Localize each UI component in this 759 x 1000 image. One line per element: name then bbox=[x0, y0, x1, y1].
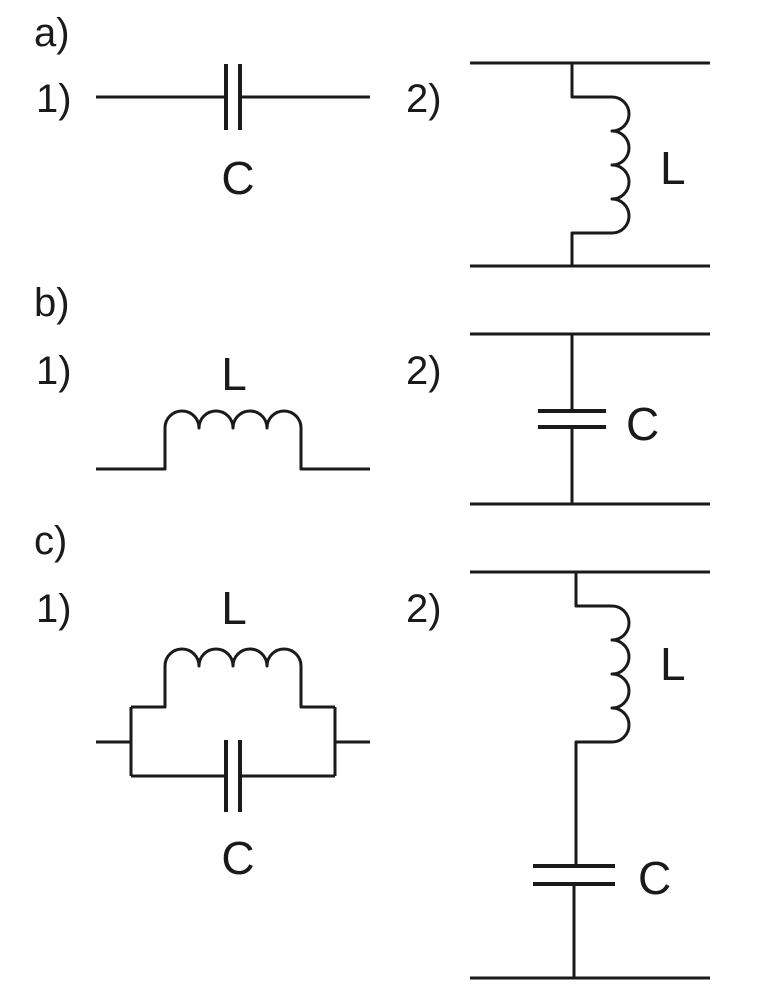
circuit-a1: 1) C bbox=[36, 64, 370, 204]
capacitor-label-c2: C bbox=[638, 852, 671, 904]
capacitor-label-a1: C bbox=[221, 152, 254, 204]
circuit-label-c1: 1) bbox=[36, 587, 72, 631]
section-label-c: c) bbox=[34, 519, 67, 563]
circuit-b1: 1) L bbox=[36, 348, 370, 471]
circuit-b2: 2) C bbox=[406, 332, 710, 506]
circuit-label-c2: 2) bbox=[406, 587, 442, 631]
inductor-label-c1: L bbox=[221, 582, 247, 634]
capacitor-label-b2: C bbox=[626, 398, 659, 450]
inductor-label-a2: L bbox=[660, 142, 686, 194]
section-label-b: b) bbox=[34, 281, 70, 325]
inductor-label-c2: L bbox=[660, 638, 686, 690]
section-a: a) 1) C 2) L bbox=[34, 11, 710, 268]
section-b: b) 1) L 2) C bbox=[34, 281, 710, 506]
circuit-label-a2: 2) bbox=[406, 77, 442, 121]
inductor-label-b1: L bbox=[221, 348, 247, 400]
inductor-c2 bbox=[574, 572, 631, 864]
circuit-label-a1: 1) bbox=[36, 77, 72, 121]
circuit-c1: 1) L C bbox=[36, 582, 370, 884]
inductor-b1 bbox=[96, 409, 370, 471]
capacitor-label-c1: C bbox=[221, 832, 254, 884]
inductor-c1 bbox=[131, 647, 335, 709]
circuit-c2: 2) L C bbox=[406, 570, 710, 980]
inductor-a2 bbox=[570, 63, 631, 266]
section-c: c) 1) L C 2) L C bbox=[34, 519, 710, 980]
circuit-label-b1: 1) bbox=[36, 349, 72, 393]
circuit-label-b2: 2) bbox=[406, 349, 442, 393]
circuit-a2: 2) L bbox=[406, 61, 710, 268]
section-label-a: a) bbox=[34, 11, 70, 55]
